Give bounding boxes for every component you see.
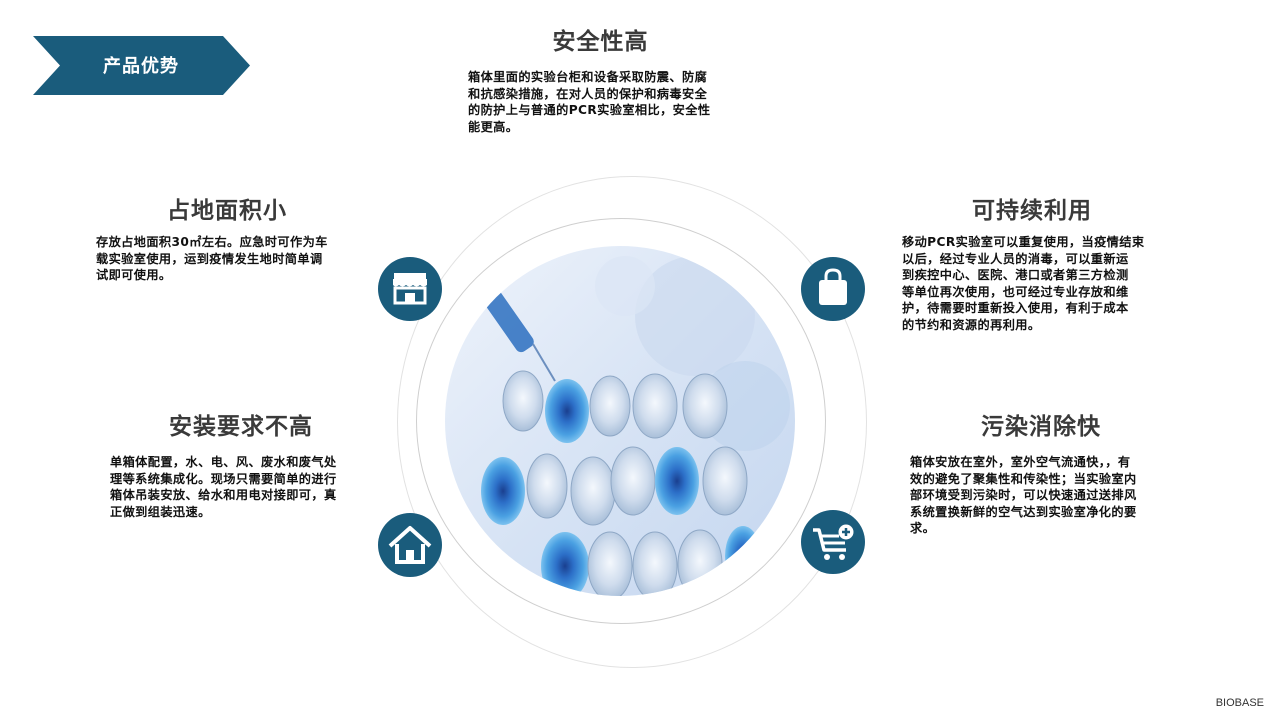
feature-description: 箱体里面的实验台柜和设备采取防震、防腐 和抗感染措施，在对人员的保护和病毒安全 … (468, 70, 711, 134)
store-icon (378, 257, 442, 321)
feature-sustainable: 可持续利用 移动PCR实验室可以重复使用，当疫情结束 以后，经过专业人员的消毒，… (902, 191, 1162, 333)
banner-arrow-shape (33, 36, 250, 95)
feature-title: 安全性高 (552, 29, 649, 55)
lab-vials-image (445, 246, 795, 596)
outer-ring (397, 176, 867, 668)
brand-footer: BIOBASE (1215, 697, 1264, 709)
feature-title: 可持续利用 (972, 198, 1092, 224)
feature-install: 安装要求不高 单箱体配置，水、电、风、废水和废气处 理等系统集成化。现场只需要简… (110, 407, 372, 520)
feature-safety: 安全性高 箱体里面的实验台柜和设备采取防震、防腐 和抗感染措施，在对人员的保护和… (468, 22, 733, 135)
shopping-bag-icon (801, 257, 865, 321)
feature-description: 存放占地面积30㎡左右。应急时可作为车 载实验室使用，运到疫情发生地时简单调 试… (96, 235, 328, 282)
feature-decontamination: 污染消除快 箱体安放在室外，室外空气流通快，，有 效的避免了聚集性和传染性；当实… (910, 407, 1172, 537)
feature-footprint: 占地面积小 存放占地面积30㎡左右。应急时可作为车 载实验室使用，运到疫情发生地… (96, 191, 358, 284)
cart-add-icon (801, 510, 865, 574)
inner-ring (416, 218, 826, 624)
feature-description: 单箱体配置，水、电、风、废水和废气处 理等系统集成化。现场只需要简单的进行 箱体… (110, 455, 337, 519)
feature-title: 占地面积小 (167, 198, 287, 224)
feature-description: 箱体安放在室外，室外空气流通快，，有 效的避免了聚集性和传染性；当实验室内 部环… (910, 455, 1137, 535)
feature-title: 污染消除快 (981, 414, 1101, 440)
feature-title: 安装要求不高 (169, 414, 313, 440)
home-icon (378, 513, 442, 577)
section-banner: 产品优势 (33, 36, 250, 95)
feature-description: 移动PCR实验室可以重复使用，当疫情结束 以后，经过专业人员的消毒，可以重新运 … (902, 235, 1145, 332)
banner-label: 产品优势 (103, 56, 179, 77)
